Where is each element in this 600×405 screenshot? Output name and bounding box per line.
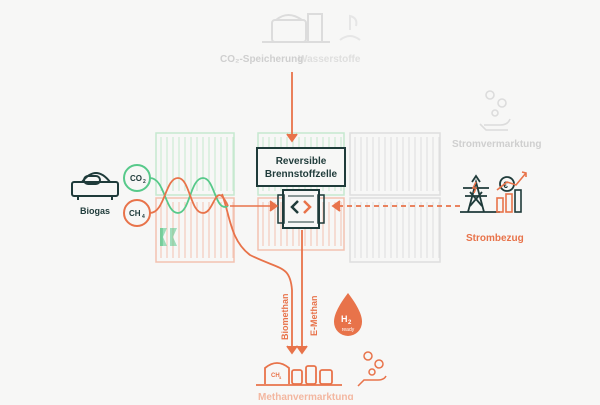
arrow-emethan-down	[296, 230, 308, 355]
h2-badge-ready: ready	[342, 327, 355, 333]
hand-coins-icon-faded	[479, 90, 511, 131]
container-green-top-left	[155, 132, 235, 196]
ch4-bubble: CH 4	[123, 199, 151, 227]
arrow-gas-to-cell	[230, 200, 279, 212]
h2-badge-sub: 2	[348, 320, 352, 326]
biomethan-label: Biomethan	[280, 293, 290, 340]
strombezug-label: Strombezug	[466, 233, 524, 244]
methane-ch4-sub: 4	[279, 375, 282, 380]
plant-hand-icon	[339, 14, 361, 41]
fuel-cell-label-line2: Brennstoffzelle	[265, 169, 338, 180]
container-grey-top-right	[349, 132, 441, 196]
euro-chart-icon: €	[496, 171, 527, 213]
arrow-strombezug-dashed	[331, 200, 460, 212]
biogas-label: Biogas	[80, 206, 110, 216]
fuel-cell-icon	[277, 189, 325, 229]
ch4-bubble-label: CH	[129, 209, 141, 218]
top-right-faded-label: Wasserstoffe	[298, 54, 361, 65]
arrow-biomethan-down	[221, 193, 298, 355]
power-tower-icon	[460, 174, 500, 213]
fuel-cell-label-line1: Reversible	[276, 156, 327, 167]
container-orange-bottom-left	[155, 197, 235, 263]
h2-drop-icon: H 2 ready	[334, 293, 362, 336]
ch4-bubble-sub: 4	[142, 214, 145, 220]
hand-coins-icon	[357, 351, 387, 387]
methane-ch4-label: CH	[271, 373, 280, 379]
co2-bubble: CO 2	[123, 164, 151, 192]
logo-mark-icon	[160, 228, 177, 246]
co2-bubble-label: CO	[130, 174, 142, 183]
storage-tank-icon	[262, 13, 330, 43]
biogas-plant-icon	[71, 172, 119, 200]
methane-marketing-label: Methanvermarktung	[258, 392, 354, 400]
emethan-label: E-Methan	[309, 296, 319, 337]
arrow-co2-from-top	[286, 72, 298, 143]
euro-symbol: €	[503, 180, 508, 190]
gas-helix	[149, 177, 229, 214]
fuel-cell-box: Reversible Brennstoffzelle	[256, 147, 346, 187]
h2-badge-h: H	[341, 314, 348, 324]
co2-bubble-sub: 2	[143, 179, 146, 185]
container-grey-bottom-right	[349, 197, 441, 263]
lightning-icon	[471, 181, 478, 194]
methane-plant-icon	[256, 362, 342, 386]
co2-storage-label: CO₂-Speicherung	[220, 54, 303, 65]
power-marketing-label: Stromvermarktung	[452, 139, 541, 150]
